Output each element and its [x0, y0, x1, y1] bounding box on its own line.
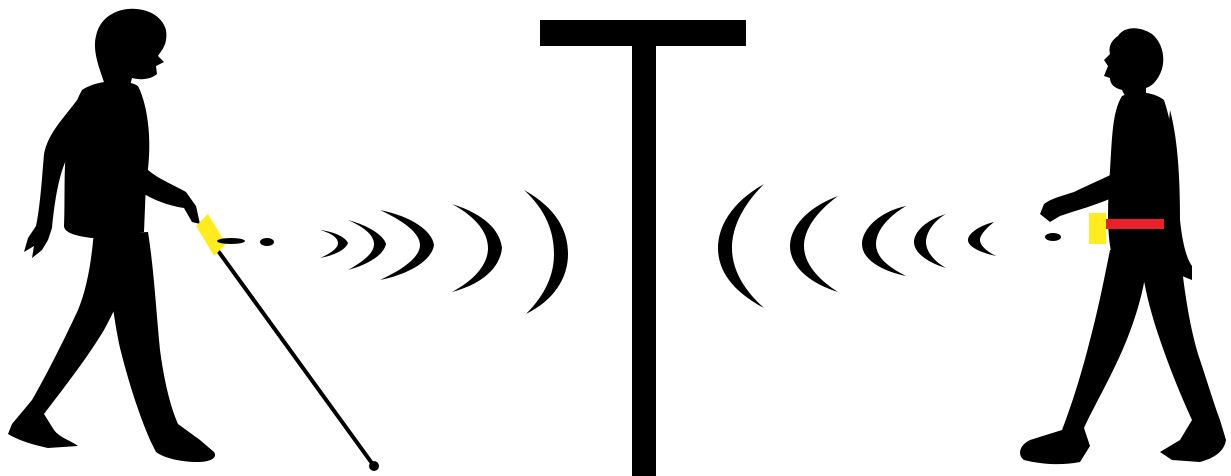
cane-sensor-icon — [196, 214, 226, 256]
wave-arc-4 — [914, 214, 946, 268]
wave-arc-3 — [862, 206, 906, 276]
wave-arc-2 — [790, 196, 838, 292]
left-person-silhouette — [8, 9, 215, 462]
signal-dot — [1045, 233, 1061, 241]
signal-dot — [260, 238, 274, 246]
right-signal-waves — [718, 184, 1061, 308]
right-person-silhouette — [1020, 28, 1226, 464]
t-shaped-post — [540, 20, 746, 476]
signal-dash — [217, 238, 245, 244]
wave-arc-4 — [452, 204, 502, 292]
belt-strap — [1106, 219, 1164, 229]
wave-arc-2 — [348, 220, 386, 270]
wave-arc-1 — [320, 230, 348, 258]
left-signal-waves — [217, 190, 568, 314]
belt-sensor-icon — [1089, 213, 1106, 244]
wave-arc-3 — [380, 210, 434, 280]
post-top-bar — [540, 20, 746, 46]
wave-arc-1 — [718, 184, 764, 308]
wave-arc-5 — [968, 222, 996, 256]
wave-arc-5 — [524, 190, 568, 314]
white-cane — [216, 248, 379, 471]
post-pole — [632, 46, 656, 476]
